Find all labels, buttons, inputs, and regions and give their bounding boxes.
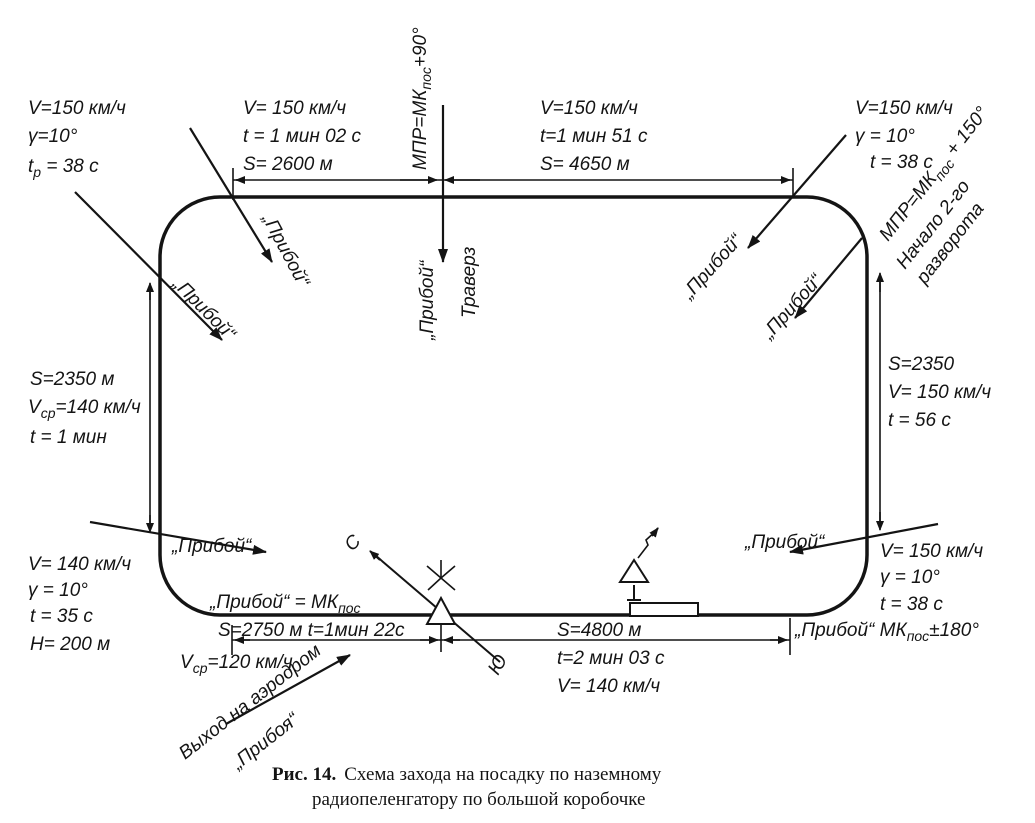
- runway-icon: [629, 602, 699, 617]
- north-label: С: [341, 531, 366, 556]
- arrow-top-left-inner: [189, 127, 273, 263]
- left-time: t = 1 мин: [30, 427, 107, 448]
- priboy-right-corner: „Прибой“: [757, 269, 828, 344]
- bottom-seg2-distance: S=4800 м: [557, 620, 641, 641]
- bl-altitude: H= 200 м: [30, 634, 110, 655]
- bl-bank: γ = 10°: [28, 580, 88, 601]
- top-seg1-time: t = 1 мин 02 с: [243, 126, 362, 147]
- arrow-bottom-right: [789, 522, 939, 555]
- bearing-arrows: [74, 105, 939, 725]
- top-seg2-time: t=1 мин 51 с: [540, 126, 648, 147]
- priboy-left-corner: „Прибой“: [168, 273, 241, 346]
- priboy-bottom-left: „Прибой“: [171, 536, 253, 557]
- left-speed: Vср=140 км/ч: [28, 397, 141, 421]
- bottom-seg2-time: t=2 мин 03 с: [557, 648, 665, 669]
- locator-icon: [618, 527, 659, 601]
- tl-bank: γ=10°: [28, 126, 78, 147]
- priboy-traverse: „Прибой“: [417, 259, 438, 341]
- arrow-top-left-outer: [74, 191, 223, 341]
- tl-speed: V=150 км/ч: [28, 98, 126, 119]
- right-time: t = 56 с: [888, 410, 951, 431]
- compass-line: [369, 550, 501, 663]
- priboy-bottom-right: „Прибой“: [744, 532, 826, 553]
- priboy-mk-label: „Прибой“ = МКпос: [209, 592, 361, 616]
- arrow-top-right: [747, 134, 847, 249]
- arrow-exit: [225, 654, 351, 725]
- tr-time: t = 38 с: [870, 152, 933, 173]
- bottom-seg1-label: S=2750 м t=1мин 22с: [218, 620, 405, 641]
- br-time: t = 38 с: [880, 594, 943, 615]
- caption-line-2: радиопеленгатору по большой коробочке: [312, 789, 645, 810]
- arrow-right-corner: [794, 237, 863, 319]
- arrow-bottom-left: [89, 520, 267, 555]
- br-speed: V= 150 км/ч: [880, 541, 983, 562]
- traverse-label: Траверз: [459, 246, 480, 318]
- tr-speed: V=150 км/ч: [855, 98, 953, 119]
- tr-bank: γ = 10°: [855, 126, 915, 147]
- radio-station-icon: [425, 560, 457, 625]
- top-seg1-distance: S= 2600 м: [243, 154, 333, 175]
- bottom-seg2-speed: V= 140 км/ч: [557, 676, 660, 697]
- top-seg2-speed: V=150 км/ч: [540, 98, 638, 119]
- bl-time: t = 35 с: [30, 606, 93, 627]
- priboy-mk-180-label: „Прибой“ МКпос±180°: [794, 620, 979, 644]
- top-seg2-distance: S= 4650 м: [540, 154, 630, 175]
- bl-speed: V= 140 км/ч: [28, 554, 131, 575]
- mpr-90-label: МПР=МКпос+90°: [410, 27, 434, 170]
- tl-time: tр = 38 с: [28, 156, 99, 180]
- right-speed: V= 150 км/ч: [888, 382, 991, 403]
- left-distance: S=2350 м: [30, 369, 114, 390]
- flight-pattern-box: [158, 195, 869, 617]
- bottom-vcp-label: Vср=120 км/ч: [180, 652, 293, 676]
- priboy-top-right: „Прибой“: [677, 229, 748, 304]
- caption-line-1: Рис. 14.Схема захода на посадку по назем…: [272, 764, 662, 785]
- top-seg1-speed: V= 150 км/ч: [243, 98, 346, 119]
- south-label: Ю: [484, 651, 512, 678]
- br-bank: γ = 10°: [880, 567, 940, 588]
- right-distance: S=2350: [888, 354, 954, 375]
- top-dimension-line: [232, 168, 794, 200]
